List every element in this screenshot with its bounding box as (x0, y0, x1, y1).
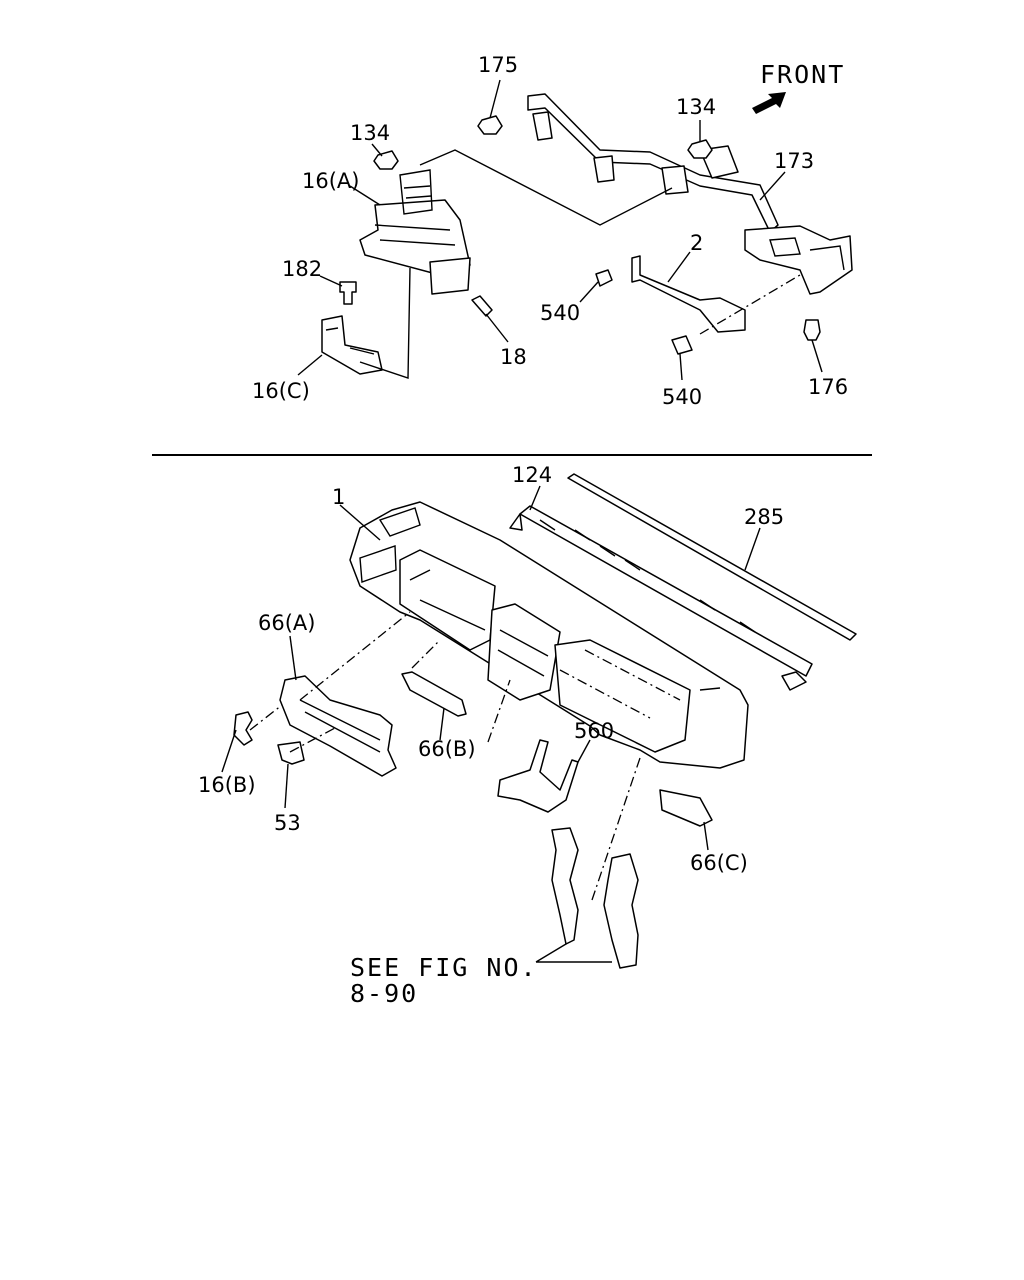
nut-134a-icon (373, 150, 399, 170)
bracket-66a (279, 675, 397, 777)
bolt-176-icon (803, 319, 821, 341)
support-right (603, 853, 639, 969)
cross-member-173 (527, 93, 853, 295)
label-66b: 66(B) (418, 737, 476, 761)
instrument-panel-1 (349, 501, 749, 769)
bolt-18-icon (471, 295, 493, 317)
fasteners (339, 115, 821, 355)
label-16c: 16(C) (252, 379, 310, 403)
clip-53 (277, 741, 305, 765)
label-124: 124 (512, 463, 552, 487)
label-176: 176 (808, 375, 848, 399)
label-16b: 16(B) (198, 773, 256, 797)
label-134a: 134 (350, 121, 390, 145)
bracket-16a (359, 169, 471, 295)
label-182: 182 (282, 257, 322, 281)
label-18: 18 (500, 345, 527, 369)
lower-assembly (221, 473, 857, 969)
nut-134b-icon (687, 139, 713, 159)
label-560: 560 (574, 719, 614, 743)
bolt-540b-icon (671, 335, 693, 355)
front-label: FRONT (760, 60, 845, 89)
part-66c (659, 789, 713, 827)
see-fig-line1: SEE FIG NO. (350, 953, 538, 982)
label-53: 53 (274, 811, 301, 835)
label-540a: 540 (540, 301, 580, 325)
strip-285 (567, 473, 857, 641)
label-285: 285 (744, 505, 784, 529)
label-175: 175 (478, 53, 518, 77)
label-16a: 16(A) (302, 169, 359, 193)
label-66c: 66(C) (690, 851, 748, 875)
clip-16b (233, 711, 253, 746)
part-labels: 175 134 134 173 16(A) 182 2 540 18 16(C)… (198, 53, 848, 1008)
nut-175-icon (477, 115, 503, 135)
bracket-16c (321, 315, 383, 375)
front-arrow-icon (752, 92, 786, 114)
bracket-66b (401, 671, 467, 717)
upper-assembly: FRONT (297, 60, 853, 381)
label-134b: 134 (676, 95, 716, 119)
label-2: 2 (690, 231, 703, 255)
support-left (551, 827, 579, 945)
brace-2 (631, 255, 746, 333)
lower-leaders (221, 485, 761, 963)
label-540b: 540 (662, 385, 702, 409)
upper-leaders (297, 79, 823, 381)
bolt-182-icon (339, 281, 357, 305)
see-fig-line2: 8-90 (350, 979, 418, 1008)
bracket-560 (497, 739, 579, 813)
bolt-540a-icon (595, 269, 613, 287)
duct-124 (509, 505, 813, 691)
label-173: 173 (774, 149, 814, 173)
label-66a: 66(A) (258, 611, 315, 635)
label-1: 1 (332, 485, 345, 509)
